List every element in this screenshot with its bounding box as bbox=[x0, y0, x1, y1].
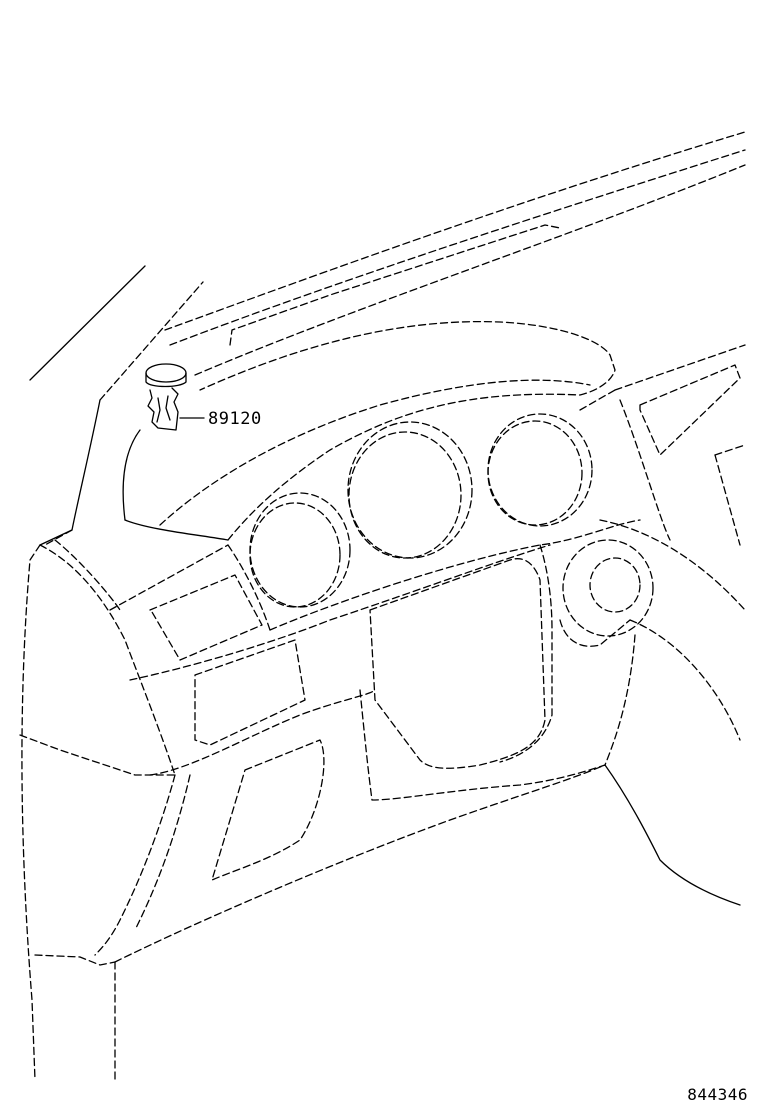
instrument-gauges bbox=[249, 413, 593, 608]
part-number-label: 89120 bbox=[208, 409, 262, 429]
dashboard-left-side bbox=[19, 399, 176, 1081]
windshield-lines bbox=[29, 131, 746, 401]
light-sensor-part-icon bbox=[145, 363, 187, 431]
instrument-hood bbox=[122, 320, 616, 541]
dashboard-right-side bbox=[559, 344, 746, 906]
illustration-id: 844346 bbox=[687, 1085, 748, 1104]
center-console bbox=[94, 519, 641, 963]
